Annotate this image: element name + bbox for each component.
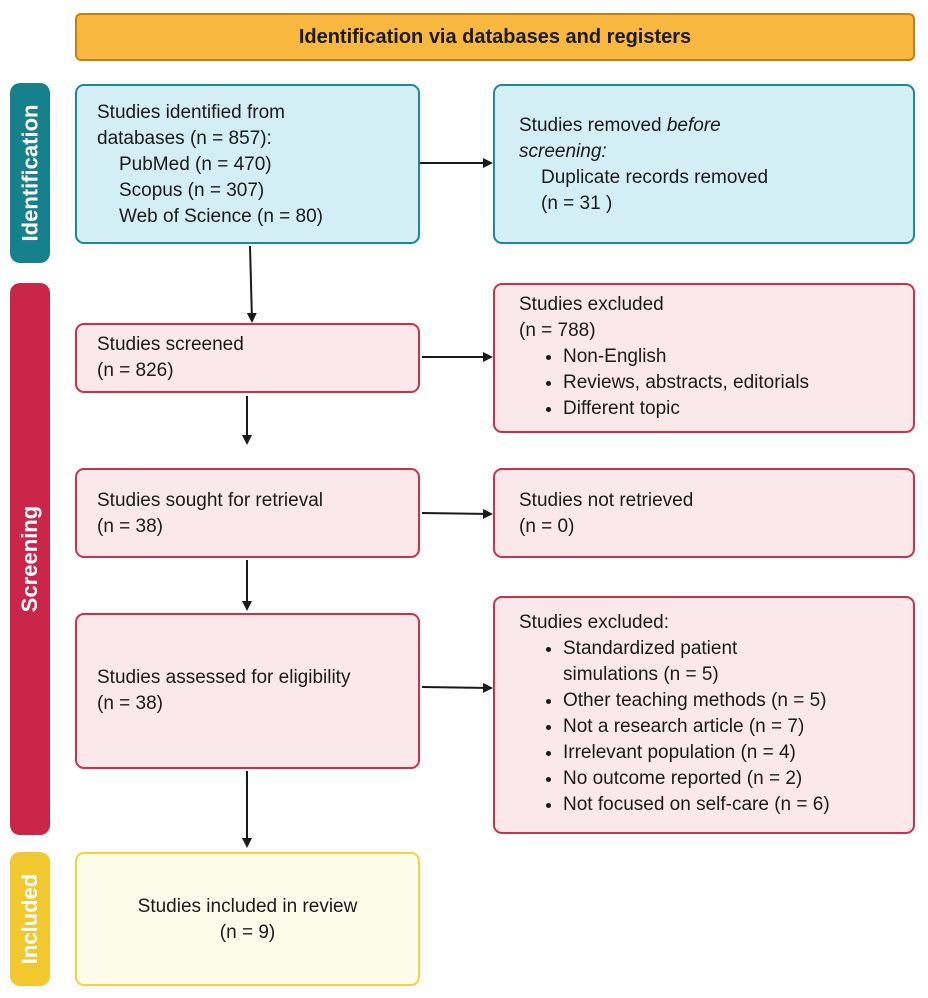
excluded2-item: Not focused on self-care (n = 6) [563, 792, 889, 818]
removed-line3: Duplicate records removed [541, 167, 769, 188]
excluded2-item-text: Standardized patient [563, 638, 738, 659]
source-scopus: Scopus (n = 307) [119, 180, 265, 201]
not-retrieved-line1: Studies not retrieved [519, 490, 694, 511]
screened-line1: Studies screened [97, 334, 244, 355]
assessed-box: Studies assessed for eligibility (n = 38… [75, 613, 420, 769]
arrow-assessed-to-excluded [421, 682, 493, 693]
excluded2-item: Not a research article (n = 7) [563, 714, 889, 740]
not-retrieved-box: Studies not retrieved (n = 0) [493, 468, 915, 558]
excluded-box-2: Studies excluded: Standardized patient si… [493, 596, 915, 834]
screened-line2: (n = 826) [97, 360, 174, 381]
removed-prefix: Studies removed [519, 115, 667, 136]
removed-italic-screening: screening: [519, 141, 607, 162]
excluded1-item: Non-English [563, 344, 889, 370]
excluded1-item: Reviews, abstracts, editorials [563, 370, 889, 396]
source-wos: Web of Science (n = 80) [119, 206, 324, 227]
removed-box: Studies removed before screening: Duplic… [493, 84, 915, 244]
not-retrieved-line2: (n = 0) [519, 516, 575, 537]
assessed-line1: Studies assessed for eligibility [97, 667, 351, 688]
stage-included: Included [10, 852, 50, 986]
excluded-box-1: Studies excluded (n = 788) Non-English R… [493, 283, 915, 433]
removed-italic-before: before [666, 115, 721, 136]
header-title: Identification via databases and registe… [298, 25, 692, 48]
sought-line1: Studies sought for retrieval [97, 490, 324, 511]
identified-line1: Studies identified from [97, 102, 285, 123]
arrow-identified-to-screened [246, 245, 257, 323]
arrow-sought-to-not-retrieved [421, 508, 493, 519]
removed-line2: screening: [519, 139, 889, 165]
excluded1-list: Non-English Reviews, abstracts, editoria… [519, 344, 889, 422]
excluded2-item: No outcome reported (n = 2) [563, 766, 889, 792]
excluded2-item: Other teaching methods (n = 5) [563, 688, 889, 714]
screened-box: Studies screened (n = 826) [75, 323, 420, 393]
header-banner: Identification via databases and registe… [75, 13, 915, 61]
excluded2-item: Irrelevant population (n = 4) [563, 740, 889, 766]
included-line2: (n = 9) [219, 922, 276, 943]
excluded2-item-text: simulations (n = 5) [563, 664, 719, 685]
excluded2-item: Standardized patient simulations (n = 5) [563, 636, 889, 688]
excluded2-line1: Studies excluded: [519, 612, 669, 633]
stage-screening: Screening [10, 283, 50, 835]
source-pubmed: PubMed (n = 470) [119, 154, 272, 175]
removed-line4: (n = 31 ) [541, 193, 613, 214]
stage-identification: Identification [10, 83, 50, 263]
identified-box: Studies identified from databases (n = 8… [75, 84, 420, 244]
removed-line1: Studies removed before [519, 113, 889, 139]
excluded1-line2: (n = 788) [519, 320, 596, 341]
included-box: Studies included in review (n = 9) [75, 852, 420, 986]
sought-box: Studies sought for retrieval (n = 38) [75, 468, 420, 558]
excluded1-item: Different topic [563, 396, 889, 422]
sought-line2: (n = 38) [97, 516, 164, 537]
identified-line2: databases (n = 857): [97, 128, 272, 149]
excluded1-line1: Studies excluded [519, 294, 664, 315]
assessed-line2: (n = 38) [97, 693, 164, 714]
included-line1: Studies included in review [137, 896, 358, 917]
